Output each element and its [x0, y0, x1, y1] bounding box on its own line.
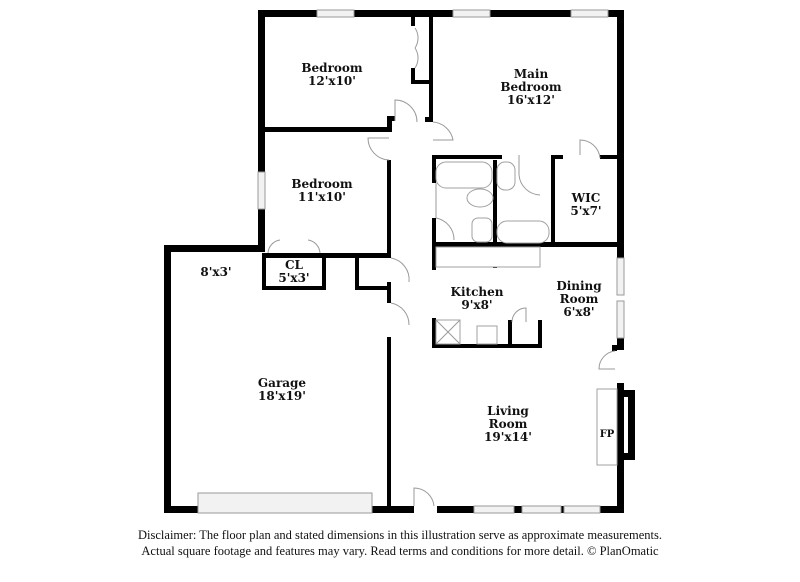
disclaimer-line-2: Actual square footage and features may v…	[141, 544, 659, 558]
disclaimer: Disclaimer: The floor plan and stated di…	[0, 527, 800, 559]
room-label-closet: CL 5'x3'	[278, 258, 310, 285]
windows	[197, 9, 625, 514]
room-label-garage: Garage 18'x19'	[257, 376, 307, 403]
room-label-wic: WIC 5'x7'	[570, 191, 602, 218]
room-label-bedroom-3: Bedroom 11'x10'	[291, 177, 353, 204]
fireplace-label: FP	[599, 429, 615, 440]
doors	[267, 27, 616, 507]
fixtures	[435, 161, 618, 466]
room-label-garage-storage: 8'x3'	[200, 265, 232, 279]
room-label-kitchen: Kitchen 9'x8'	[450, 285, 504, 312]
room-label-dining-room: Dining Room 6'x8'	[556, 279, 602, 319]
room-label-bedroom-2: Bedroom 12'x10'	[301, 61, 363, 88]
interior-walls	[258, 10, 624, 513]
disclaimer-line-1: Disclaimer: The floor plan and stated di…	[138, 528, 662, 542]
room-label-living-room: Living Room 19'x14'	[484, 404, 532, 444]
room-label-main-bedroom: Main Bedroom 16'x12'	[500, 67, 562, 107]
